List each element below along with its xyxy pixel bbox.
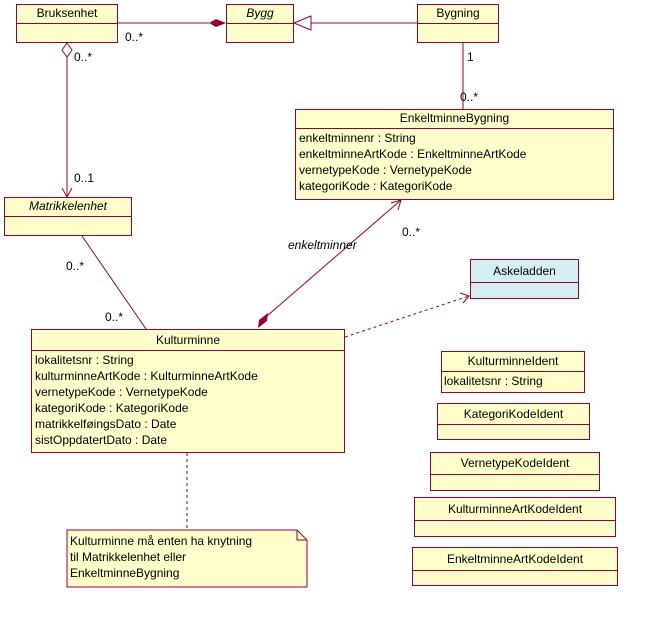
multiplicity-label: 0..* — [460, 90, 479, 104]
multiplicity-label: 0..1 — [74, 171, 95, 185]
empty-compartment — [413, 570, 617, 608]
attribute: vernetypeKode : VernetypeKode — [35, 385, 208, 399]
multiplicity-label: 0..* — [66, 259, 85, 273]
attribute: vernetypeKode : VernetypeKode — [299, 163, 472, 177]
class-askeladden[interactable]: Askeladden — [470, 259, 579, 299]
multiplicity-label: 0..* — [402, 225, 421, 239]
empty-compartment — [418, 23, 498, 61]
note-line: til Matrikkelenhet eller — [70, 550, 187, 564]
class-name: EnkeltminneArtKodeIdent — [446, 552, 584, 566]
attribute: lokalitetsnr : String — [444, 374, 543, 388]
class-bygg[interactable]: Bygg — [226, 4, 294, 43]
note-line: Kulturminne må enten ha knytning — [70, 534, 253, 548]
attribute: kategoriKode : KategoriKode — [299, 179, 453, 193]
class-name: Kulturminne — [155, 333, 221, 347]
empty-compartment — [415, 520, 615, 559]
attribute: kulturminneArtKode : KulturminneArtKode — [35, 369, 258, 383]
attribute-compartment: lokalitetsnr : String — [442, 371, 584, 390]
class-kategori-kode-ident[interactable]: KategoriKodeIdent — [437, 403, 590, 440]
kulturminne-enkeltminne-line — [266, 199, 402, 317]
class-kulturminne-art-kode-ident[interactable]: KulturminneArtKodeIdent — [414, 497, 616, 537]
empty-compartment — [431, 474, 599, 512]
multiplicity-label: 0..* — [125, 30, 144, 44]
class-kulturminne[interactable]: Kulturminne lokalitetsnr : String kultur… — [31, 329, 345, 453]
note-line: EnkeltminneBygning — [70, 566, 180, 580]
multiplicity-label: 0..* — [105, 310, 124, 324]
attribute: kategoriKode : KategoriKode — [35, 401, 189, 415]
arrow-enkeltminne — [390, 199, 402, 211]
dependency-arrow — [459, 292, 470, 304]
class-bygning[interactable]: Bygning — [417, 4, 499, 43]
class-matrikkelenhet[interactable]: Matrikkelenhet — [4, 197, 132, 236]
class-name: KategoriKodeIdent — [463, 407, 564, 421]
class-enkeltminne-art-kode-ident[interactable]: EnkeltminneArtKodeIdent — [412, 547, 618, 586]
empty-compartment — [17, 23, 117, 61]
composition-diamond-bygg — [209, 19, 226, 27]
class-name: Matrikkelenhet — [28, 199, 108, 213]
role-label: enkeltminner — [288, 238, 357, 252]
attribute: enkeltminnenr : String — [299, 131, 416, 145]
note-shape — [66, 529, 308, 588]
empty-compartment — [471, 282, 578, 321]
attribute: enkeltminneArtKode : EnkeltminneArtKode — [299, 147, 527, 161]
multiplicity-label: 0..* — [74, 50, 93, 64]
class-enkeltminne-bygning[interactable]: EnkeltminneBygning enkeltminnenr : Strin… — [295, 109, 614, 200]
constraint-note[interactable]: Kulturminne må enten ha knytning til Mat… — [67, 530, 307, 587]
dependency-line — [344, 295, 470, 338]
class-name: Bygg — [246, 6, 274, 20]
class-name: Bygning — [436, 6, 480, 20]
empty-compartment — [227, 23, 293, 61]
attribute-compartment: enkeltminnenr : String enkeltminneArtKod… — [296, 128, 613, 195]
class-vernetype-kode-ident[interactable]: VernetypeKodeIdent — [430, 452, 600, 491]
multiplicity-label: 1 — [467, 50, 474, 64]
class-name: Bruksenhet — [36, 6, 98, 20]
attribute: sistOppdatertDato : Date — [35, 433, 168, 447]
empty-compartment — [438, 424, 589, 460]
note-text: Kulturminne må enten ha knytning til Mat… — [70, 533, 252, 581]
generalization-triangle — [292, 15, 312, 31]
class-name: KulturminneIdent — [467, 354, 559, 368]
composition-diamond-kulturminne — [258, 313, 268, 328]
class-bruksenhet[interactable]: Bruksenhet — [16, 4, 118, 43]
empty-compartment — [5, 216, 131, 254]
attribute: lokalitetsnr : String — [35, 353, 134, 367]
note-fold — [296, 530, 307, 541]
attribute: matrikkelføingsDato : Date — [35, 417, 177, 431]
class-name: EnkeltminneBygning — [399, 111, 510, 125]
attribute-compartment: lokalitetsnr : String kulturminneArtKode… — [32, 350, 344, 449]
class-name: Askeladden — [493, 264, 556, 278]
class-name: VernetypeKodeIdent — [460, 456, 570, 470]
class-name: KulturminneArtKodeIdent — [447, 502, 583, 516]
matrikkel-kulturminne-line — [81, 235, 147, 330]
class-kulturminne-ident[interactable]: KulturminneIdent lokalitetsnr : String — [441, 351, 585, 393]
